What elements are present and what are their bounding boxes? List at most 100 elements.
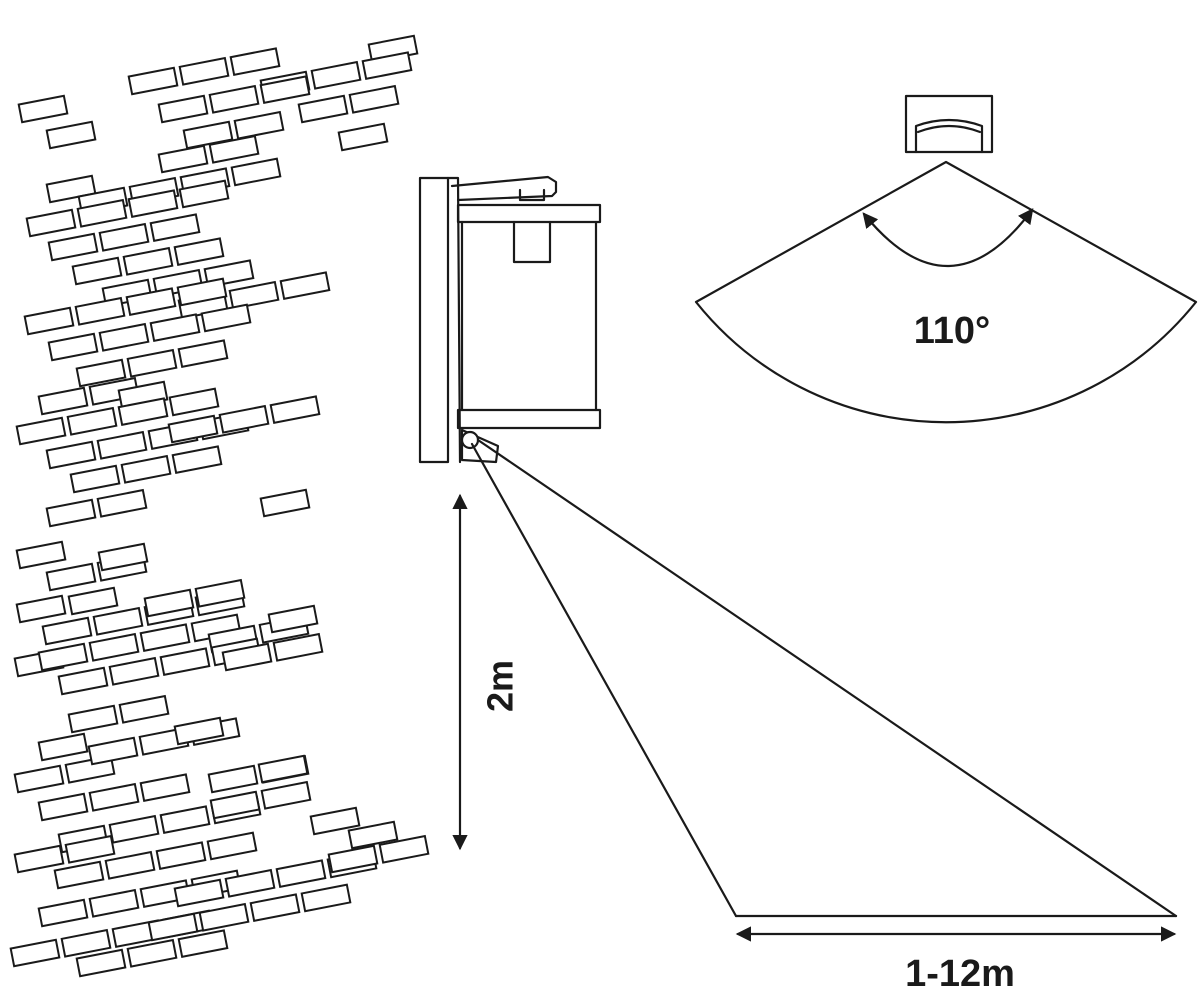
brick — [155, 841, 207, 871]
brick — [310, 60, 362, 90]
brick — [228, 280, 280, 310]
brick — [147, 912, 199, 942]
angle-arc-arrow — [862, 208, 1034, 268]
detection-zone-side — [470, 438, 1178, 918]
brick — [45, 562, 97, 592]
brick — [75, 358, 127, 388]
brick — [259, 488, 311, 518]
brick — [37, 732, 89, 762]
brick — [178, 179, 230, 209]
range-label: 1-12m — [905, 953, 1015, 995]
brick — [177, 929, 229, 959]
brick — [88, 632, 140, 662]
brick — [208, 134, 260, 164]
brick — [13, 764, 65, 794]
brick — [182, 120, 234, 150]
brick — [173, 878, 225, 908]
brick — [92, 606, 144, 636]
brick — [25, 208, 77, 238]
brick — [272, 632, 324, 662]
brick — [118, 694, 170, 724]
detection-zone-top — [694, 160, 1198, 424]
brick — [257, 754, 309, 784]
brick — [327, 844, 379, 874]
brick — [173, 716, 225, 746]
brick — [224, 868, 276, 898]
brick — [209, 790, 261, 820]
brick — [67, 704, 119, 734]
brick — [249, 893, 301, 923]
brick — [47, 332, 99, 362]
wall-lantern-icon — [418, 175, 602, 464]
brick — [88, 782, 140, 812]
brick — [221, 642, 273, 672]
brick — [104, 850, 156, 880]
brick — [149, 213, 201, 243]
brick — [67, 586, 119, 616]
brick — [279, 271, 331, 301]
brick — [275, 859, 327, 889]
brick — [125, 287, 177, 317]
brick — [126, 348, 178, 378]
brick — [37, 386, 89, 416]
brick — [69, 464, 121, 494]
brick — [297, 94, 349, 124]
brick — [98, 322, 150, 352]
brick — [74, 296, 126, 326]
brick — [159, 805, 211, 835]
brick — [176, 277, 228, 307]
brick — [149, 313, 201, 343]
brick — [60, 928, 112, 958]
brick — [260, 780, 312, 810]
brick — [168, 387, 220, 417]
brick — [75, 948, 127, 978]
brick — [57, 666, 109, 696]
brick — [309, 806, 361, 836]
brick — [167, 414, 219, 444]
brick — [96, 488, 148, 518]
brick — [171, 445, 223, 475]
sensor-lens — [460, 430, 480, 450]
brick — [88, 888, 140, 918]
brick — [208, 84, 260, 114]
brick — [108, 656, 160, 686]
brick — [45, 498, 97, 528]
brick — [64, 834, 116, 864]
brick — [173, 237, 225, 267]
brick — [207, 764, 259, 794]
brick — [361, 51, 413, 81]
brick — [194, 578, 246, 608]
brick — [337, 122, 389, 152]
brick — [23, 306, 75, 336]
brick — [108, 814, 160, 844]
brick — [17, 94, 69, 124]
brick — [218, 404, 270, 434]
brick — [233, 110, 285, 140]
brick — [157, 94, 209, 124]
brick — [178, 56, 230, 86]
brick — [15, 540, 67, 570]
brick — [45, 120, 97, 150]
brick — [348, 84, 400, 114]
brick — [87, 736, 139, 766]
brick — [37, 898, 89, 928]
brick — [347, 820, 399, 850]
brick — [198, 902, 250, 932]
brick — [139, 623, 191, 653]
brick — [300, 883, 352, 913]
brick — [269, 395, 321, 425]
angle-label: 110° — [914, 310, 991, 352]
brick — [139, 773, 191, 803]
brick — [53, 860, 105, 890]
brick — [126, 938, 178, 968]
brick — [47, 232, 99, 262]
brick-wall-icon — [9, 34, 430, 978]
brick — [98, 222, 150, 252]
brick — [120, 454, 172, 484]
brick — [229, 47, 281, 77]
brick — [66, 406, 118, 436]
brick — [97, 542, 149, 572]
brick — [159, 647, 211, 677]
brick — [13, 844, 65, 874]
brick — [15, 594, 67, 624]
